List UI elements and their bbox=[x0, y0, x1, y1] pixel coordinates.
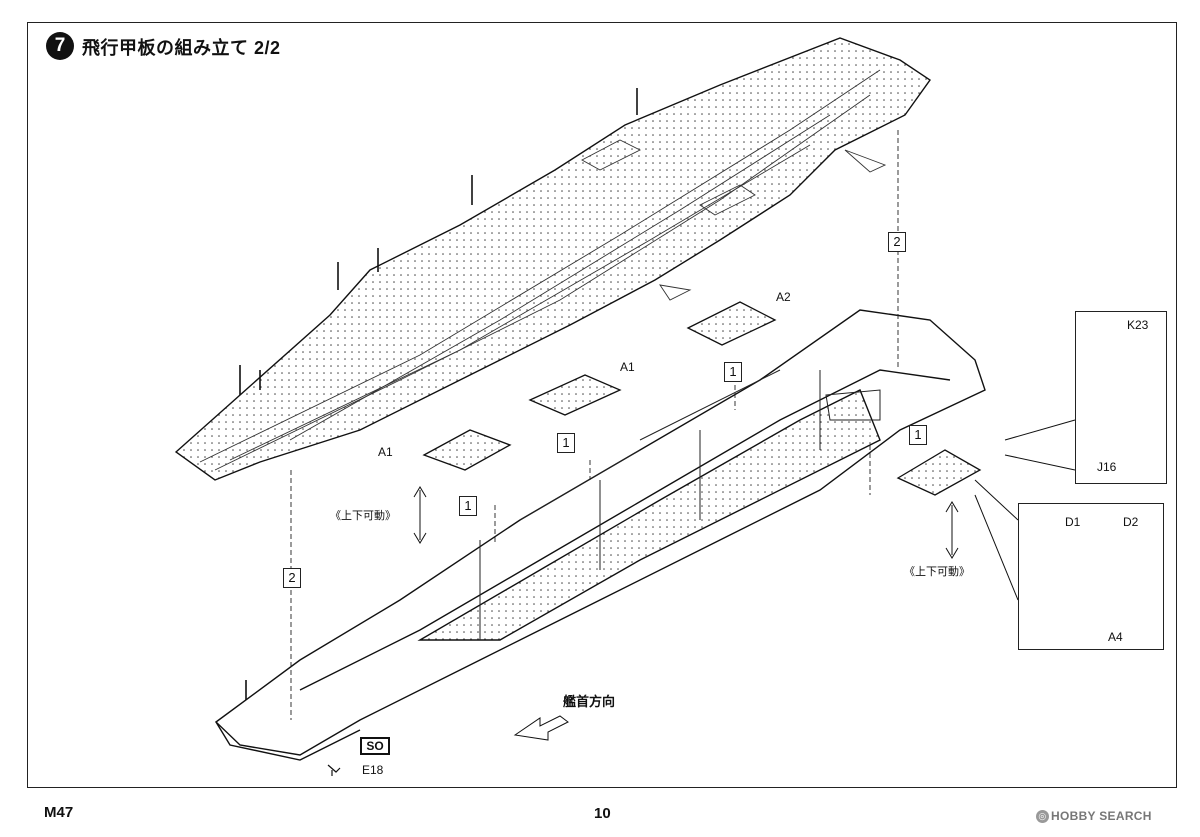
movable-note-right: 《上下可動》 bbox=[904, 566, 970, 578]
instruction-frame bbox=[27, 22, 1177, 788]
page-code: M47 bbox=[44, 804, 74, 821]
movable-arrow-left bbox=[413, 486, 427, 544]
bow-direction-arrow bbox=[513, 715, 569, 741]
part-label-d2: D2 bbox=[1123, 515, 1139, 529]
flight-deck-markings bbox=[199, 69, 887, 471]
substep-box-1-c: 1 bbox=[724, 362, 742, 382]
step-number-badge: 7 bbox=[46, 32, 74, 60]
bow-direction-label: 艦首方向 bbox=[563, 694, 616, 709]
part-e18-drawing bbox=[327, 764, 341, 776]
part-label-d1: D1 bbox=[1065, 515, 1081, 529]
substep-box-2-top: 2 bbox=[888, 232, 906, 252]
page-number: 10 bbox=[594, 805, 611, 822]
substep-box-1-b: 1 bbox=[557, 433, 575, 453]
substep-box-1-d: 1 bbox=[909, 425, 927, 445]
elevator-parts bbox=[422, 301, 982, 496]
substep-box-1-a: 1 bbox=[459, 496, 477, 516]
callout-pointers bbox=[974, 419, 1076, 601]
movable-note-left: 《上下可動》 bbox=[330, 510, 396, 522]
part-label-j16: J16 bbox=[1097, 460, 1117, 474]
step-title: 飛行甲板の組み立て 2/2 bbox=[82, 38, 281, 58]
inset-d1-d2-a4 bbox=[1018, 503, 1164, 650]
substep-box-2-left: 2 bbox=[283, 568, 301, 588]
part-label-k23: K23 bbox=[1127, 318, 1149, 332]
so-badge: SO bbox=[360, 737, 390, 755]
inset-k23-j16 bbox=[1075, 311, 1167, 484]
watermark: ◎HOBBY SEARCH bbox=[1036, 809, 1152, 824]
part-label-a4: A4 bbox=[1108, 630, 1123, 644]
watermark-logo-icon: ◎ bbox=[1036, 810, 1049, 824]
part-label-a1-center: A1 bbox=[620, 360, 635, 374]
watermark-text: HOBBY SEARCH bbox=[1051, 809, 1152, 823]
flight-deck-upper bbox=[174, 37, 931, 481]
part-label-e18: E18 bbox=[362, 763, 384, 777]
movable-arrow-right bbox=[945, 501, 959, 559]
part-label-a1-left: A1 bbox=[378, 445, 393, 459]
part-label-a2: A2 bbox=[776, 290, 791, 304]
hull-internal-walls bbox=[479, 369, 881, 640]
